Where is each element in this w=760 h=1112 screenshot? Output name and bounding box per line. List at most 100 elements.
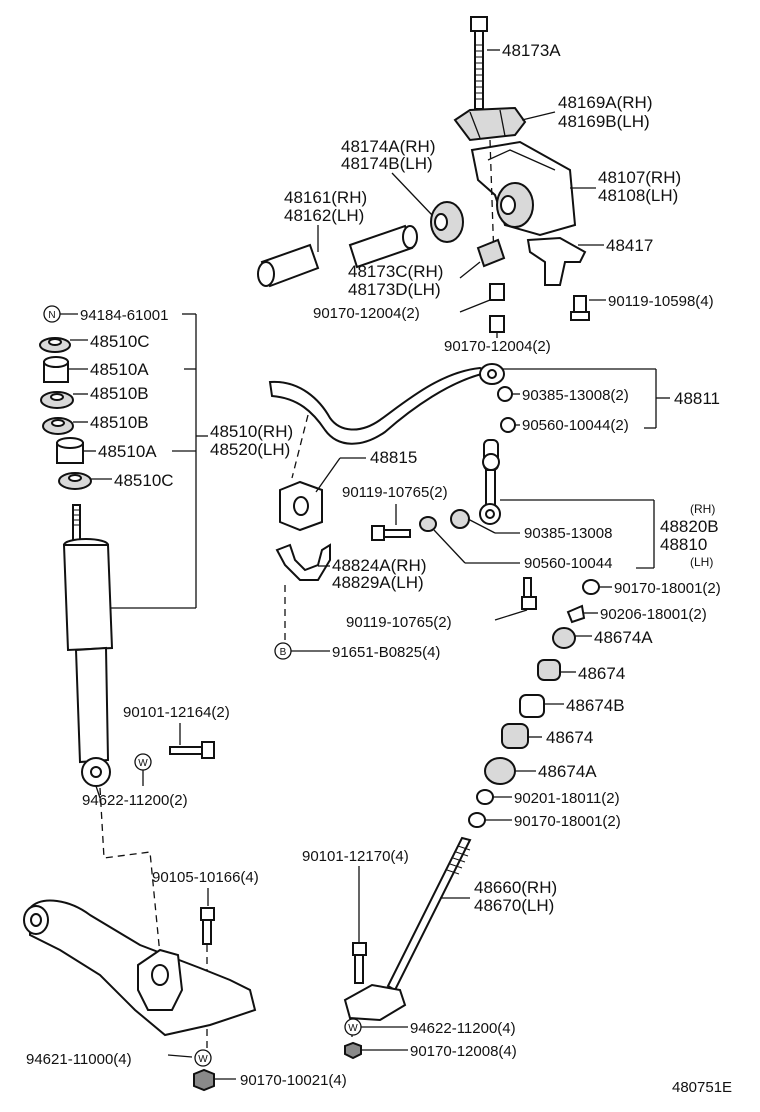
label-48510a-1: 48510A (90, 360, 149, 379)
link-48820b (479, 439, 501, 525)
label-94621: 94621-11000(4) (26, 1051, 132, 1068)
label-90170-18001-a: 90170-18001(2) (614, 580, 721, 597)
svg-text:B: B (280, 647, 287, 658)
label-90206: 90206-18001(2) (600, 606, 707, 623)
nut-90170-18001-a (582, 579, 600, 595)
label-94184: 94184-61001 (80, 307, 168, 324)
label-90105: 90105-10166(4) (152, 869, 259, 886)
label-48510a-2: 48510A (98, 442, 157, 461)
figure-code: 480751E (672, 1079, 732, 1096)
bushing-48174 (430, 201, 464, 243)
w-circle-symbol-c: W (344, 1018, 362, 1036)
label-48510c-2: 48510C (114, 471, 174, 490)
cushion-48674-2 (501, 723, 529, 749)
label-48510: 48510(RH) (210, 422, 293, 441)
w-circle-symbol-b: W (194, 1049, 212, 1067)
nut-90170-10021 (193, 1068, 215, 1092)
label-90170-12008: 90170-12008(4) (410, 1043, 517, 1060)
label-90560-a: 90560-10044(2) (522, 417, 629, 434)
label-48162: 48162(LH) (284, 206, 364, 225)
label-48169a: 48169A(RH) (558, 93, 653, 112)
label-48829a: 48829A(LH) (332, 573, 424, 592)
label-90170-18001-b: 90170-18001(2) (514, 813, 621, 830)
bushing-48510a-top (43, 356, 69, 383)
nut-90560-10044 (500, 417, 516, 433)
bushing-48510a-lower (56, 437, 84, 464)
label-48174a: 48174A(RH) (341, 137, 436, 156)
nut-90170-12008 (344, 1041, 362, 1060)
label-lh: (LH) (690, 555, 713, 569)
svg-text:W: W (348, 1023, 358, 1034)
label-48674-1: 48674 (578, 664, 625, 683)
bolt-90385-13008 (497, 386, 513, 402)
label-90385-a: 90385-13008(2) (522, 387, 629, 404)
shock-absorber (62, 504, 114, 787)
washer-48510c-lower (58, 472, 92, 490)
wedge-48173c (476, 238, 506, 268)
label-48510b-1: 48510B (90, 384, 149, 403)
bolt-90101-12164 (169, 741, 215, 759)
label-48811: 48811 (674, 389, 720, 408)
label-48417: 48417 (606, 236, 653, 255)
label-48674a-2: 48674A (538, 762, 597, 781)
label-48173d: 48173D(LH) (348, 280, 441, 299)
cushion-48510b-2 (42, 417, 74, 435)
label-48174b: 48174B(LH) (341, 154, 433, 173)
label-90170-12004-b: 90170-12004(2) (444, 338, 551, 355)
label-48520: 48520(LH) (210, 440, 290, 459)
cushion-48674a-2 (484, 757, 516, 785)
label-48161: 48161(RH) (284, 188, 367, 207)
washer-90201-18011 (476, 789, 494, 805)
label-94622-b: 94622-11200(4) (410, 1020, 516, 1037)
nut-90170-12004-b (489, 315, 505, 333)
label-48810: 48810 (660, 535, 707, 554)
label-90560-b: 90560-10044 (524, 555, 612, 572)
bracket-48824a (275, 543, 331, 581)
bolt-90105-10166 (200, 907, 215, 945)
label-48670: 48670(LH) (474, 896, 554, 915)
w-circle-symbol-a: W (134, 753, 152, 771)
label-48674b: 48674B (566, 696, 625, 715)
label-48824a: 48824A(RH) (332, 556, 427, 575)
cushion-90385-13008 (450, 509, 470, 529)
pipe-48161 (257, 224, 418, 288)
stabilizer-bar-48811 (268, 363, 505, 445)
bolt-90101-12170 (352, 942, 367, 984)
cushion-48674-1 (537, 659, 561, 681)
svg-text:W: W (138, 758, 148, 769)
nut-90170-12004-a (489, 283, 505, 301)
bolt-90119-10598 (570, 295, 590, 321)
cushion-90560-10044 (419, 516, 437, 532)
label-48108: 48108(LH) (598, 186, 678, 205)
label-48107: 48107(RH) (598, 168, 681, 187)
b-circle-symbol: B (274, 642, 292, 660)
label-48674-2: 48674 (546, 728, 593, 747)
label-90385-b: 90385-13008 (524, 525, 612, 542)
label-48510c-1: 48510C (90, 332, 150, 351)
label-94622-a: 94622-11200(2) (82, 792, 188, 809)
label-90119-10765-a: 90119-10765(2) (342, 484, 448, 501)
label-90119-10598: 90119-10598(4) (608, 293, 714, 310)
cap-48169 (453, 106, 527, 142)
bracket-48417 (526, 236, 587, 286)
collar-48674b (519, 694, 545, 718)
label-48674a-1: 48674A (594, 628, 653, 647)
n-circle-symbol: N (43, 305, 61, 323)
washer-48510c-top (39, 337, 71, 353)
label-48510b-2: 48510B (90, 413, 149, 432)
svg-text:N: N (48, 310, 55, 321)
label-48173a: 48173A (502, 41, 561, 60)
strut-bar-48660 (343, 836, 472, 1022)
label-90119-10765-b: 90119-10765(2) (346, 614, 452, 631)
label-90170-12004-a: 90170-12004(2) (313, 305, 420, 322)
svg-text:W: W (198, 1054, 208, 1065)
bolt-48173a (470, 16, 488, 110)
lower-arm (23, 899, 257, 1037)
label-48169b: 48169B(LH) (558, 112, 650, 131)
label-48820b: 48820B (660, 517, 719, 536)
label-90201: 90201-18011(2) (514, 790, 620, 807)
nut-90170-18001-b (468, 812, 486, 828)
label-48815: 48815 (370, 448, 417, 467)
label-90101-12164: 90101-12164(2) (123, 704, 230, 721)
